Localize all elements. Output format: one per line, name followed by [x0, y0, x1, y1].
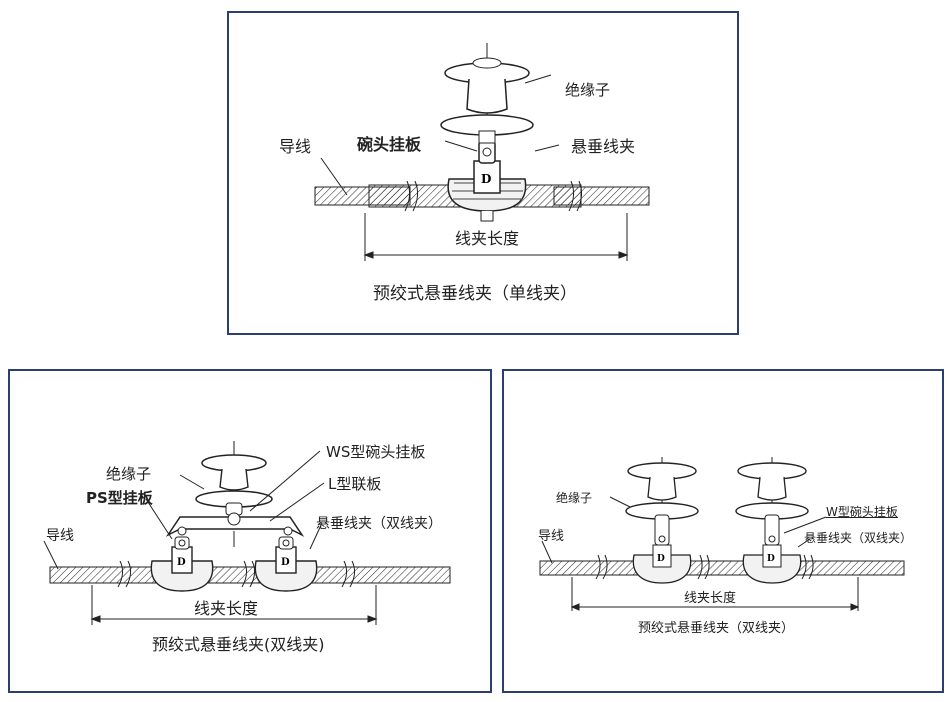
panel-single-clamp: D 绝缘子 碗头挂 — [227, 11, 739, 335]
socket-clevis — [478, 140, 496, 164]
l-yoke-plate — [165, 516, 305, 547]
dimension-line — [570, 577, 860, 611]
caption-single-clamp: 预绞式悬垂线夹（单线夹） — [373, 284, 577, 304]
label-insulator: 绝缘子 — [565, 81, 611, 99]
svg-text:D: D — [177, 557, 186, 568]
suspension-clamp-right: D — [742, 544, 802, 584]
label-conductor: 导线 — [279, 137, 312, 156]
dimension-line — [90, 585, 378, 625]
label-insulator: 绝缘子 — [106, 465, 152, 483]
conductor — [49, 560, 451, 588]
label-clamp-length: 线夹长度 — [455, 229, 520, 248]
insulator-left — [625, 457, 699, 546]
double-string-drawing: D D — [539, 457, 905, 611]
insulator — [440, 43, 534, 144]
dimension-line — [363, 213, 629, 261]
insulator-right — [735, 457, 809, 546]
label-suspension-clamp-double: 悬垂线夹（双线夹） — [804, 531, 913, 545]
svg-text:D: D — [281, 557, 290, 568]
panel-double-string: D D 绝缘子 W型碗头挂板 悬垂线夹（双线夹 — [502, 369, 944, 693]
conductor — [539, 554, 905, 580]
label-w-socket-clevis: W型碗头挂板 — [826, 505, 898, 519]
label-insulator: 绝缘子 — [556, 491, 593, 505]
armor-rods — [368, 180, 583, 212]
single-clamp-drawing: D — [314, 43, 650, 261]
leader-lines — [320, 74, 560, 196]
suspension-clamp-left: D — [150, 536, 214, 592]
insulator — [195, 441, 273, 526]
suspension-clamp-left: D — [632, 544, 692, 584]
label-socket-clevis: 碗头挂板 — [357, 135, 422, 154]
label-conductor: 导线 — [538, 529, 565, 544]
caption-double-string: 预绞式悬垂线夹（双线夹） — [638, 621, 795, 636]
label-clamp-length: 线夹长度 — [684, 591, 737, 606]
panel-double-yoke: D D — [8, 369, 492, 693]
double-yoke-drawing: D D — [43, 441, 451, 625]
label-suspension-clamp: 悬垂线夹 — [571, 137, 636, 156]
suspension-clamp-right: D — [254, 536, 318, 592]
svg-text:D: D — [767, 554, 775, 564]
suspension-clamp-body: D — [447, 160, 527, 222]
svg-text:D: D — [657, 554, 665, 564]
svg-text:D: D — [481, 172, 491, 186]
leader-lines — [541, 496, 827, 564]
label-ws-socket-clevis: WS型碗头挂板 — [326, 443, 426, 461]
leader-lines — [43, 450, 325, 570]
label-ps-clevis: PS型挂板 — [86, 489, 153, 507]
label-l-yoke-plate: L型联板 — [328, 475, 382, 493]
label-conductor: 导线 — [46, 528, 74, 544]
label-suspension-clamp-double: 悬垂线夹（双线夹） — [316, 516, 442, 532]
caption-double-yoke: 预绞式悬垂线夹(双线夹) — [152, 635, 325, 654]
label-clamp-length: 线夹长度 — [194, 599, 259, 618]
